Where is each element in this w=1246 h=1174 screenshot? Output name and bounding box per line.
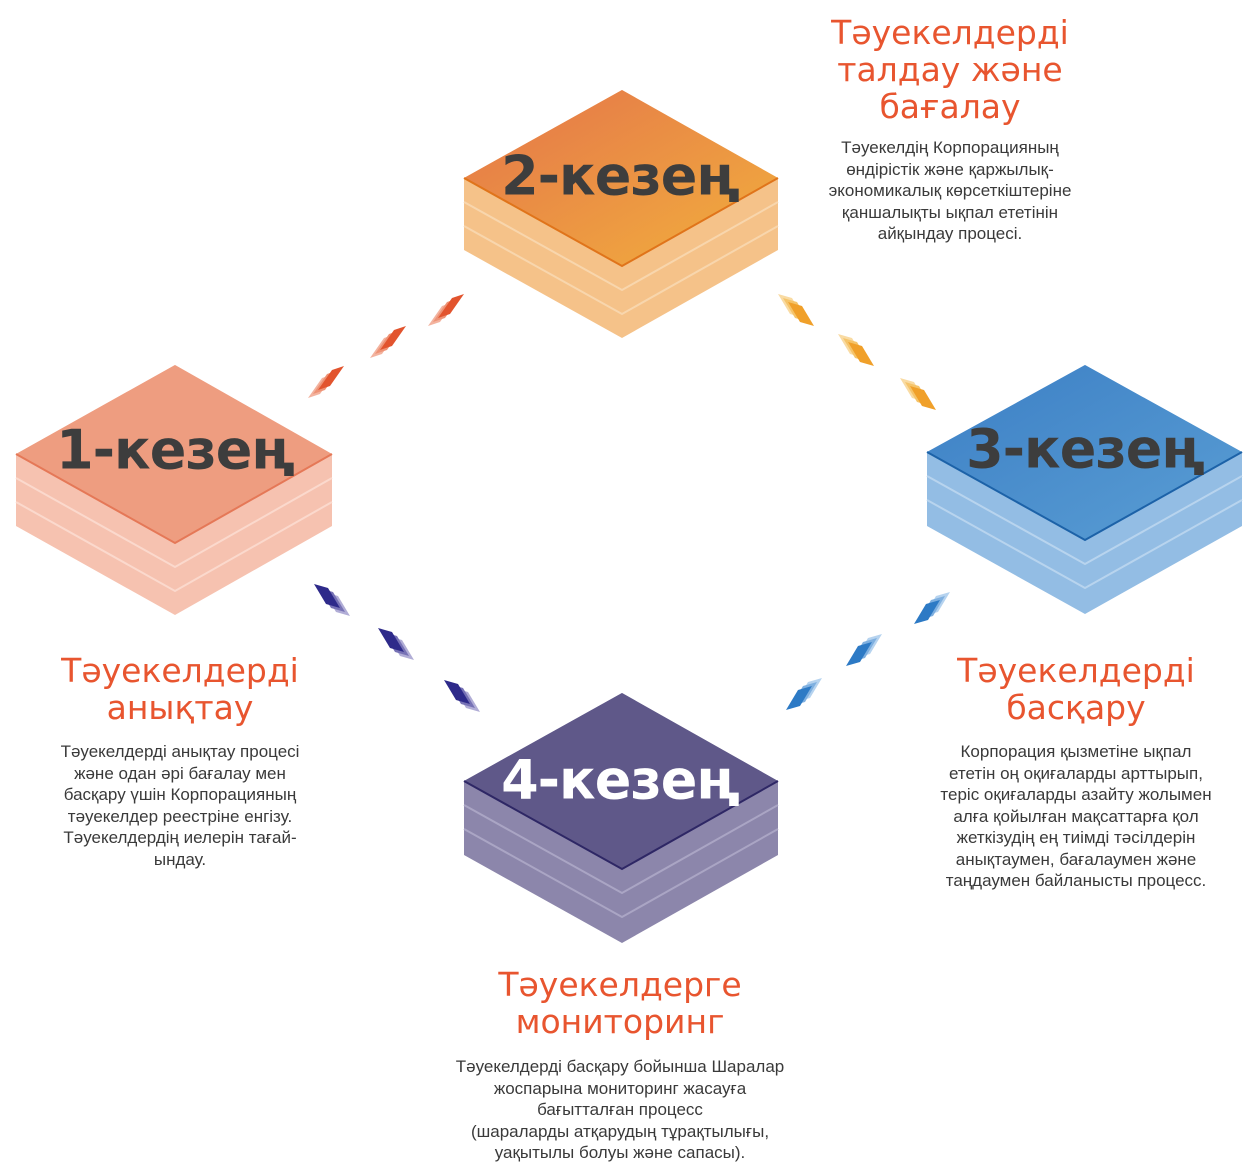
stage-1-description: Тәуекелдерді анықтау процесі және одан ә… xyxy=(10,741,350,870)
title-line: бағалау xyxy=(879,87,1021,126)
desc-line: өндірістік және қаржылық- xyxy=(846,159,1054,179)
desc-line: (шараларды атқарудың тұрақтылығы, xyxy=(470,1121,770,1141)
desc-line: ететін оң оқиғаларды арттырып, xyxy=(949,763,1203,783)
desc-line: Корпорация қызметіне ықпал xyxy=(960,742,1192,761)
desc-line: таңдаумен байланысты процесс. xyxy=(945,871,1207,890)
arrow-mark xyxy=(900,378,936,410)
desc-line: бағытталған процесс xyxy=(537,1100,703,1119)
stage-2-description: Тәуекелдің Корпорацияның өндірістік және… xyxy=(790,137,1110,245)
arrow-mark xyxy=(378,628,414,660)
arrow-mark xyxy=(444,680,480,712)
desc-line: Тәуекелдің Корпорацияның xyxy=(841,138,1059,157)
arrow-mark xyxy=(778,294,814,326)
stage-1-label: 1-кезең xyxy=(56,419,294,482)
stage-4-title: Тәуекелдерге мониторинг xyxy=(470,966,770,1040)
arrow-mark xyxy=(370,326,406,358)
stage-4-label: 4-кезең xyxy=(501,749,739,812)
arrow-mark xyxy=(308,366,344,398)
stage-3-block: 3-кезең xyxy=(926,365,1243,614)
arrow-mark xyxy=(914,592,950,624)
desc-line: тәуекелдер реестріне енгізу. xyxy=(67,806,293,826)
arrows-stage1-to-stage2 xyxy=(308,294,464,398)
title-line: талдау және xyxy=(837,50,1063,89)
desc-line: алға қойылған мақсаттарға қол xyxy=(953,806,1199,826)
stage-1-title: Тәуекелдерді анықтау xyxy=(30,652,330,726)
desc-line: жоспарына мониторинг жасауға xyxy=(493,1078,747,1098)
stage-2-title: Тәуекелдерді талдау және бағалау xyxy=(800,14,1100,125)
arrow-mark xyxy=(786,678,822,710)
desc-line: айқындау процесі. xyxy=(877,224,1023,243)
desc-line: Тәуекелдерді анықтау процесі xyxy=(60,742,300,761)
title-line: мониторинг xyxy=(515,1002,725,1041)
arrow-mark xyxy=(428,294,464,326)
desc-line: уақытылы болуы және сапасы). xyxy=(494,1143,746,1162)
stage-3-title: Тәуекелдерді басқару xyxy=(926,652,1226,726)
title-line: Тәуекелдерді xyxy=(957,651,1195,690)
title-line: анықтау xyxy=(106,688,254,727)
arrow-mark xyxy=(314,584,350,616)
title-line: Тәуекелдерді xyxy=(61,651,299,690)
arrow-mark xyxy=(846,634,882,666)
stage-2-block: 2-кезең xyxy=(463,90,779,338)
arrows-stage4-to-stage1 xyxy=(314,584,480,712)
stage-2-label: 2-кезең xyxy=(501,145,739,208)
stage-4-description: Тәуекелдерді басқару бойынша Шаралар жос… xyxy=(410,1056,830,1164)
desc-line: теріс оқиғаларды азайту жолымен xyxy=(940,785,1212,804)
desc-line: анықтаумен, бағалаумен және xyxy=(955,849,1197,869)
title-line: Тәуекелдерді xyxy=(831,13,1069,52)
stage-3-label: 3-кезең xyxy=(966,418,1204,481)
arrows-stage3-to-stage4 xyxy=(786,592,950,710)
desc-line: қаншалықты ықпал ететінін xyxy=(841,202,1059,222)
stage-4-block: 4-кезең xyxy=(463,693,779,943)
desc-line: Тәуекелдердің иелерін тағай- xyxy=(63,828,297,847)
desc-line: ындау. xyxy=(153,849,207,869)
desc-line: басқару үшін Корпорацияның xyxy=(63,785,297,804)
stage-1-block: 1-кезең xyxy=(15,365,333,615)
stage-3-description: Корпорация қызметіне ықпал ететін оң оқи… xyxy=(906,741,1246,892)
desc-line: жеткізудің ең тиімді тәсілдерін xyxy=(956,828,1196,847)
arrow-mark xyxy=(838,334,874,366)
desc-line: және одан әрі бағалау мен xyxy=(74,763,286,783)
desc-line: Тәуекелдерді басқару бойынша Шаралар xyxy=(455,1057,785,1076)
title-line: Тәуекелдерге xyxy=(498,965,742,1004)
title-line: басқару xyxy=(1006,688,1146,727)
arrows-stage2-to-stage3 xyxy=(778,294,936,410)
desc-line: экономикалық көрсеткіштеріне xyxy=(828,181,1072,200)
